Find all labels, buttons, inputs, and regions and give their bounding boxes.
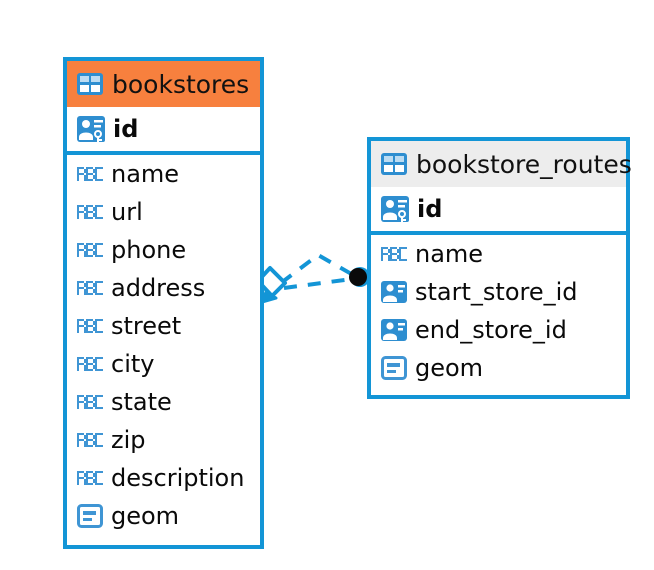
relationship-line-straight (283, 277, 353, 290)
field-label: street (111, 312, 182, 340)
entity-header-bookstore-routes[interactable]: bookstore_routes (371, 141, 632, 187)
entity-title: bookstores (112, 69, 250, 99)
field-label: geom (415, 354, 484, 382)
field-row-geom[interactable]: geom (371, 349, 626, 387)
field-row-state[interactable]: state (67, 383, 260, 421)
abc-text-icon (77, 471, 103, 485)
field-label: id (113, 115, 139, 143)
abc-text-icon (381, 247, 407, 261)
field-row-name[interactable]: name (67, 155, 260, 193)
field-row-city[interactable]: city (67, 345, 260, 383)
entity-header-bookstores[interactable]: bookstores (67, 61, 260, 107)
relationship-line-arched (279, 252, 356, 285)
field-label: geom (111, 502, 180, 530)
field-row-url[interactable]: url (67, 193, 260, 231)
abc-text-icon (77, 319, 103, 333)
field-row-id[interactable]: id (67, 107, 260, 151)
field-label: name (111, 160, 180, 188)
field-label: state (111, 388, 172, 416)
entity-bookstore-routes[interactable]: bookstore_routes (367, 137, 632, 399)
field-label: city (111, 350, 155, 378)
field-row-id[interactable]: id (371, 187, 626, 231)
field-list-bookstores: name (67, 155, 260, 535)
field-row-end-store-id[interactable]: end_store_id (371, 311, 626, 349)
field-row-street[interactable]: street (67, 307, 260, 345)
field-label: description (111, 464, 245, 492)
abc-text-icon (77, 395, 103, 409)
primary-key-icon (77, 116, 105, 142)
field-list-bookstore-routes: name start_store_id (371, 235, 626, 387)
geometry-icon (77, 504, 103, 528)
field-label: name (415, 240, 484, 268)
field-row-phone[interactable]: phone (67, 231, 260, 269)
field-row-name[interactable]: name (371, 235, 626, 273)
primary-key-section: id (67, 107, 260, 155)
table-icon (381, 153, 407, 175)
foreign-key-icon (381, 319, 407, 341)
field-label: start_store_id (415, 278, 578, 306)
field-label: zip (111, 426, 146, 454)
foreign-key-icon (381, 281, 407, 303)
table-icon (77, 73, 103, 95)
abc-text-icon (77, 205, 103, 219)
abc-text-icon (77, 281, 103, 295)
field-row-start-store-id[interactable]: start_store_id (371, 273, 626, 311)
field-label: url (111, 198, 143, 226)
primary-key-icon (381, 196, 409, 222)
field-row-description[interactable]: description (67, 459, 260, 497)
field-label: address (111, 274, 206, 302)
abc-text-icon (77, 433, 103, 447)
primary-key-section: id (371, 187, 626, 235)
field-label: phone (111, 236, 187, 264)
abc-text-icon (77, 167, 103, 181)
geometry-icon (381, 356, 407, 380)
field-label: end_store_id (415, 316, 567, 344)
field-label: id (417, 195, 443, 223)
entity-title: bookstore_routes (416, 149, 632, 179)
field-row-geom[interactable]: geom (67, 497, 260, 535)
entity-bookstores[interactable]: bookstores id (63, 57, 264, 549)
abc-text-icon (77, 357, 103, 371)
field-row-address[interactable]: address (67, 269, 260, 307)
abc-text-icon (77, 243, 103, 257)
field-row-zip[interactable]: zip (67, 421, 260, 459)
